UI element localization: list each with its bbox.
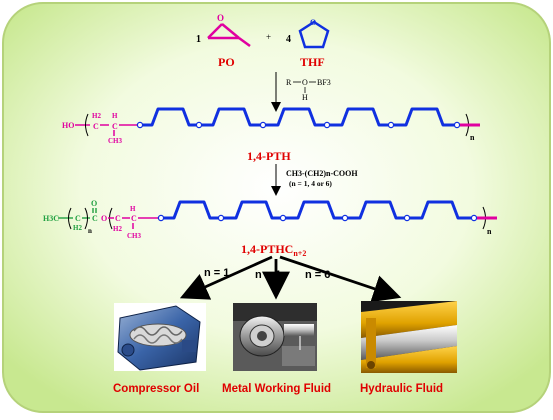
svg-text:H2: H2 (92, 112, 101, 120)
plus-sign: + (266, 32, 271, 42)
svg-text:O: O (302, 78, 308, 87)
thf-oxygen: O (310, 18, 316, 27)
reaction-condition: (n = 1, 4 or 6) (289, 179, 332, 188)
epoxide-oxygen: O (217, 13, 224, 23)
svg-text:C: C (112, 122, 118, 131)
application-label-metalworking: Metal Working Fluid (222, 383, 331, 395)
screw-compressor-image (114, 303, 206, 371)
pth-subscript-n: n (470, 133, 475, 142)
pth-label: 1,4-PTH (247, 149, 291, 163)
application-label-compressor: Compressor Oil (113, 383, 199, 395)
po-coefficient: 1 (196, 34, 201, 45)
pth-bracket-left (85, 113, 89, 137)
svg-text:C: C (115, 214, 121, 223)
branch-arrows (179, 255, 402, 303)
pthc-ester-oxygen: O (101, 214, 107, 223)
svg-text:BF3: BF3 (317, 78, 331, 87)
pth-end-group: HO H2 C H C CH3 (62, 112, 123, 145)
svg-text:C: C (93, 122, 99, 131)
po-label: PO (218, 55, 235, 69)
acid-reagent: CH3-(CH2)n-COOH (286, 169, 358, 178)
thf-ring-structure (298, 20, 330, 49)
pthc-acyl-bracket-left (68, 207, 72, 230)
pthc-ether-oxygens (157, 214, 478, 222)
svg-text:C: C (75, 214, 81, 223)
thf-coefficient: 4 (286, 34, 291, 45)
branch-arrow-compressor (179, 255, 273, 300)
pthc-acyl-bracket-right (84, 207, 88, 230)
pth-end-bonds (75, 124, 138, 136)
pthc-acyl-group: H3C H2 C C O (43, 199, 98, 232)
propylene-oxide-structure (207, 23, 251, 48)
catalyst-label: R O BF3 H (286, 78, 331, 102)
svg-text:C: C (131, 214, 137, 223)
pthc-label: 1,4-PTHCn+2 (241, 242, 306, 258)
branch-label-n4: n = 4 (255, 269, 281, 281)
svg-text:H3C: H3C (43, 214, 59, 223)
pthc-propylene-unit: C H2 H C CH3 (113, 205, 142, 240)
svg-text:CH3: CH3 (108, 137, 123, 145)
pth-ether-oxygens (136, 121, 461, 129)
svg-text:O: O (91, 199, 97, 208)
pthc-propylene-bonds (108, 217, 160, 229)
svg-text:CH3: CH3 (127, 232, 142, 240)
pthc-subscript-n: n (487, 227, 492, 236)
svg-text:H2: H2 (73, 224, 82, 232)
branch-arrow-hydraulic (279, 255, 402, 303)
machining-tool-image (233, 303, 317, 371)
svg-text:R: R (286, 78, 292, 87)
pthc-acyl-subscript: n (88, 227, 92, 235)
svg-text:H: H (130, 205, 136, 213)
branch-label-n6: n = 6 (305, 269, 330, 281)
svg-text:H2: H2 (113, 225, 122, 233)
application-label-hydraulic: Hydraulic Fluid (360, 383, 443, 395)
svg-text:H: H (112, 112, 118, 120)
pth-backbone (138, 107, 455, 127)
pthc-acyl-bonds (58, 208, 97, 219)
thf-label: THF (300, 55, 325, 69)
svg-text:HO: HO (62, 121, 74, 130)
hydraulic-cylinder-image (361, 301, 457, 373)
svg-text:C: C (92, 214, 98, 223)
svg-text:H: H (302, 93, 308, 102)
branch-label-n1: n = 1 (204, 267, 229, 279)
